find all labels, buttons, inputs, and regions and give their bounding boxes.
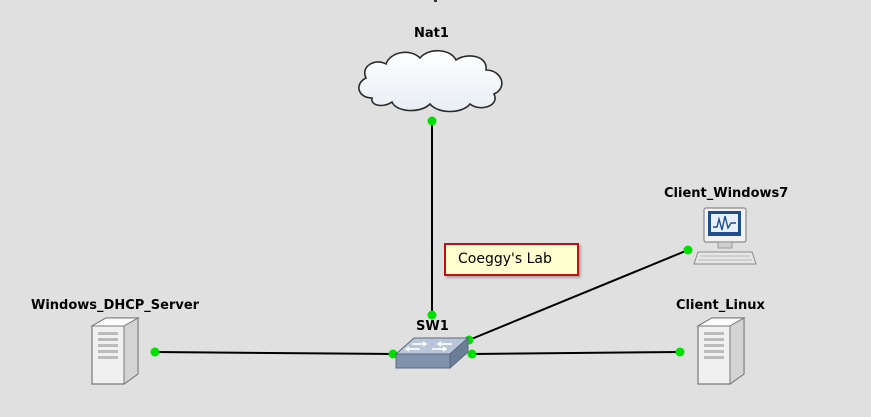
link-status-dot (675, 347, 685, 357)
node-label-client-windows7: Client_Windows7 (664, 186, 789, 201)
link-status-dot (388, 349, 398, 359)
link-status-dot (150, 347, 160, 357)
link-status-dot (467, 349, 477, 359)
link-status-dot (427, 310, 437, 320)
link-dhcp-server-sw1[interactable] (154, 351, 394, 355)
node-label-client-linux: Client_Linux (676, 298, 765, 313)
switch-icon[interactable] (394, 334, 470, 372)
link-client-windows7-sw1[interactable] (468, 249, 689, 341)
link-status-dot (427, 116, 437, 126)
link-sw1-client-linux[interactable] (471, 351, 681, 355)
canvas-marker (434, 0, 437, 2)
link-status-dot (683, 245, 693, 255)
lab-note[interactable]: Coeggy's Lab (444, 243, 579, 276)
node-label-nat1: Nat1 (414, 26, 449, 41)
node-label-sw1: SW1 (416, 319, 449, 334)
workstation-icon[interactable] (692, 206, 758, 266)
cloud-icon[interactable] (352, 46, 508, 114)
server-icon[interactable] (88, 316, 142, 388)
node-label-windows-dhcp-server: Windows_DHCP_Server (31, 298, 200, 313)
server-icon[interactable] (694, 316, 748, 388)
